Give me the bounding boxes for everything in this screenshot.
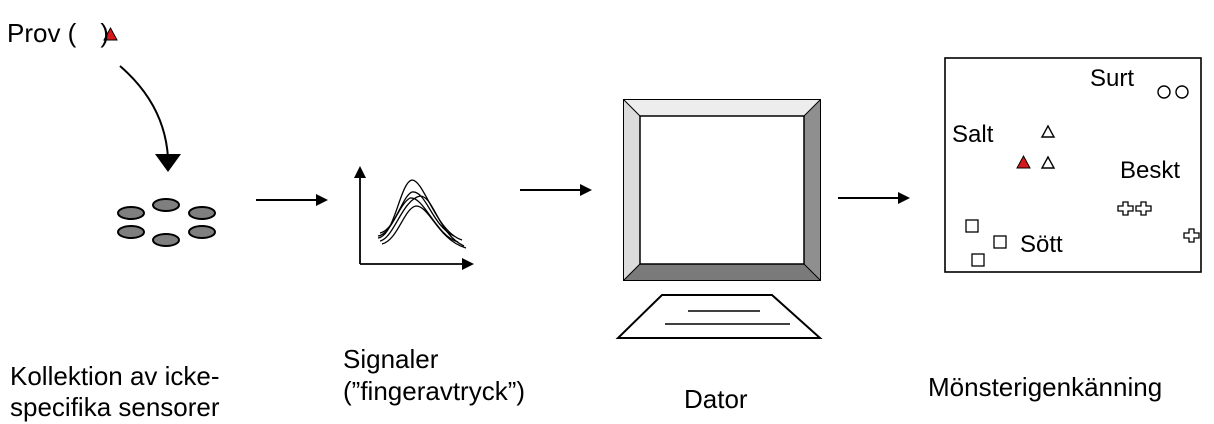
signal-plot: [354, 166, 474, 270]
sample-label-suffix: ): [100, 18, 110, 48]
pattern-caption: Mönsterigenkänning: [928, 372, 1163, 402]
sample-triangle-icon: [103, 26, 118, 41]
sample-label: Prov (): [7, 18, 109, 48]
sample-marker-icon: [1016, 154, 1031, 169]
signal-curve: [381, 205, 467, 249]
sour-marker-icon: [1157, 85, 1171, 99]
sensor-icon: [117, 225, 145, 239]
sweet-marker-icon: [965, 219, 979, 233]
signal-curve: [379, 191, 455, 237]
sour-label: Surt: [1090, 65, 1135, 92]
computer-caption: Dator: [684, 384, 748, 414]
sample-label-prefix: Prov (: [7, 18, 77, 48]
salty-marker-icon: [1040, 124, 1056, 138]
salty-marker-icon: [1040, 155, 1056, 169]
sensor-array: [117, 198, 216, 247]
sweet-label: Sött: [1020, 231, 1063, 258]
sour-marker-icon: [1175, 85, 1189, 99]
salty-label: Salt: [952, 121, 994, 148]
sweet-marker-icon: [971, 253, 985, 267]
keyboard: [615, 294, 823, 339]
sensor-icon: [188, 225, 216, 239]
sample-arrow: [119, 65, 169, 159]
bitter-label: Beskt: [1120, 157, 1181, 184]
sensor-icon: [188, 206, 216, 220]
sample-arrowhead-icon: [155, 154, 181, 172]
sensors-caption-line2: specifika sensorer: [10, 392, 220, 422]
computer-icon: [615, 99, 823, 339]
sensor-icon: [152, 233, 180, 247]
sweet-marker-icon: [993, 235, 1007, 249]
signals-caption-line1: Signaler: [343, 344, 439, 374]
signals-caption-line2: (”fingeravtryck”): [343, 376, 526, 406]
sensors-caption-line1: Kollektion av icke-: [10, 361, 220, 391]
monitor-screen: [639, 115, 805, 265]
bitter-marker-icon: [1135, 201, 1152, 216]
bitter-marker-icon: [1117, 201, 1134, 216]
bitter-marker-icon: [1183, 228, 1200, 243]
sensor-icon: [152, 198, 180, 212]
sensor-icon: [117, 206, 145, 220]
